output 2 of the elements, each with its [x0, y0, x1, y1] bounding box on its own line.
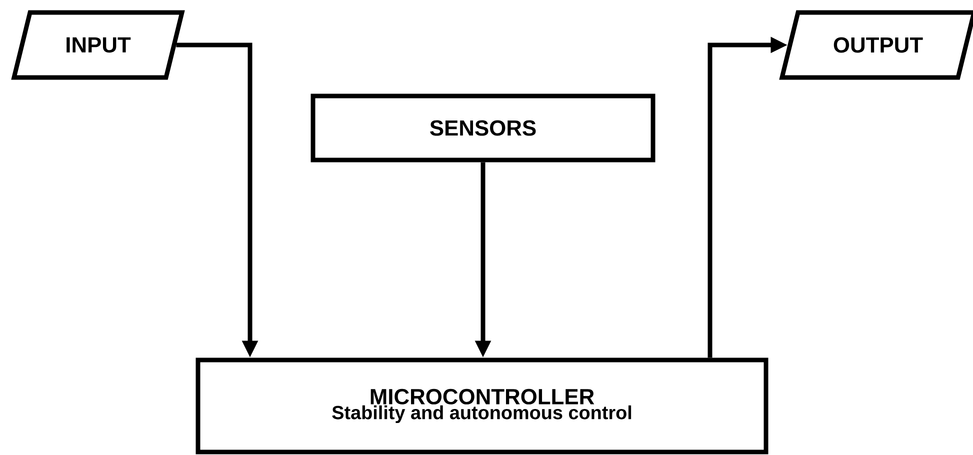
process-box: SENSORS: [310, 94, 656, 162]
process-box: MICROCONTROLLER Stability and autonomous control: [196, 358, 768, 454]
